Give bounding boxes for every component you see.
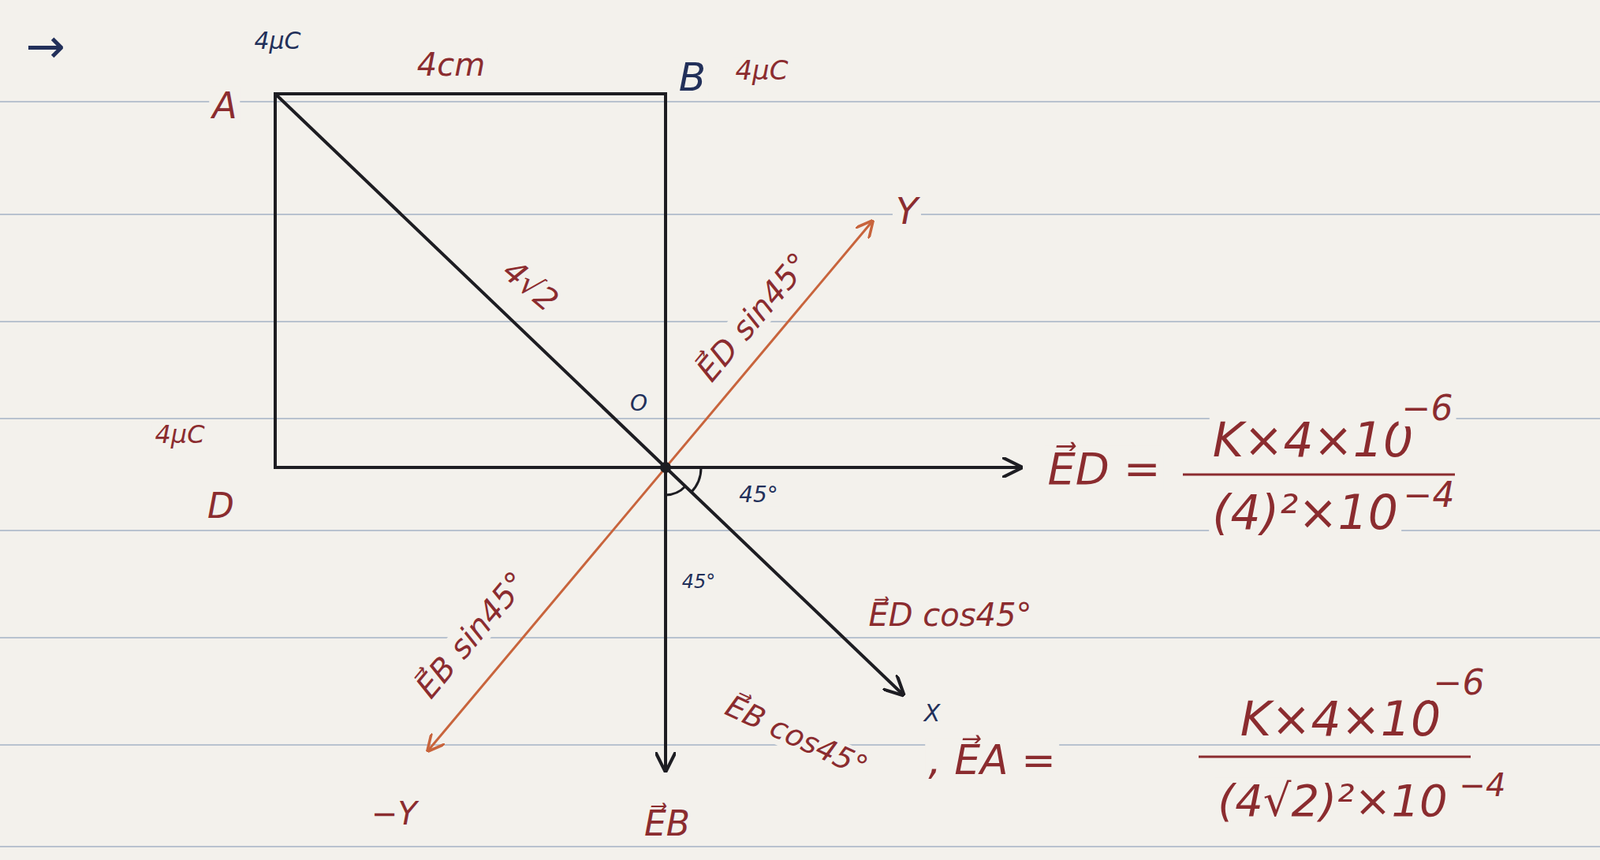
exponent: −4: [1456, 768, 1510, 802]
center-label: O: [626, 391, 651, 415]
fraction-bar: [1198, 756, 1471, 759]
axis-label: Y: [892, 192, 922, 231]
diagonal-field-line: [275, 93, 903, 695]
center-point: [660, 462, 672, 474]
field-component: E⃗D sin45°: [688, 244, 818, 390]
vertex-label: B: [675, 56, 709, 99]
field-component: E⃗B sin45°: [407, 563, 536, 706]
ruled-line: [0, 213, 1600, 216]
equation-term: K×4×10: [1237, 694, 1444, 745]
axis-label: −Y: [368, 797, 421, 831]
y-axis-line: [428, 221, 873, 751]
equation-term: (4√2)²×10: [1214, 778, 1451, 825]
square-abcd: [275, 93, 1021, 771]
diagonal-length: 4√2: [494, 251, 567, 320]
ruled-line: [0, 320, 1600, 323]
bullet-arrow: →: [22, 21, 69, 71]
field-arrow-eb: [663, 467, 668, 771]
angle-label: 45°: [678, 572, 720, 593]
dimension: 4cm: [413, 48, 489, 82]
equation-term: , E⃗A =: [924, 738, 1060, 783]
exponent: −6: [1398, 390, 1457, 427]
charge-value: 4μC: [151, 421, 208, 449]
vertex-label: A: [208, 86, 240, 125]
field-component: E⃗B cos45°: [717, 689, 875, 785]
field-arrow-ed: [665, 466, 1021, 470]
exponent: −6: [1430, 664, 1489, 702]
vertex-label: D: [204, 488, 238, 525]
axis-label: X: [921, 701, 944, 727]
angle-arc: [665, 486, 686, 496]
fraction-bar: [1182, 473, 1455, 477]
charge-value: 4μC: [731, 56, 791, 86]
charge-value: 4μC: [250, 28, 304, 54]
ruled-lines: [0, 101, 1600, 847]
angle-arc: [690, 467, 702, 493]
equation-term: (4)²×10: [1208, 488, 1402, 538]
field-component: E⃗D cos45°: [865, 598, 1036, 632]
ruled-line: [0, 846, 1600, 848]
exponent: −4: [1400, 477, 1459, 514]
ruled-line: [0, 637, 1600, 639]
angle-label: 45°: [735, 483, 782, 507]
equation-term: E⃗D =: [1044, 446, 1164, 493]
equation-term: K×4×10: [1209, 415, 1417, 466]
field-label: E⃗B: [641, 805, 694, 843]
